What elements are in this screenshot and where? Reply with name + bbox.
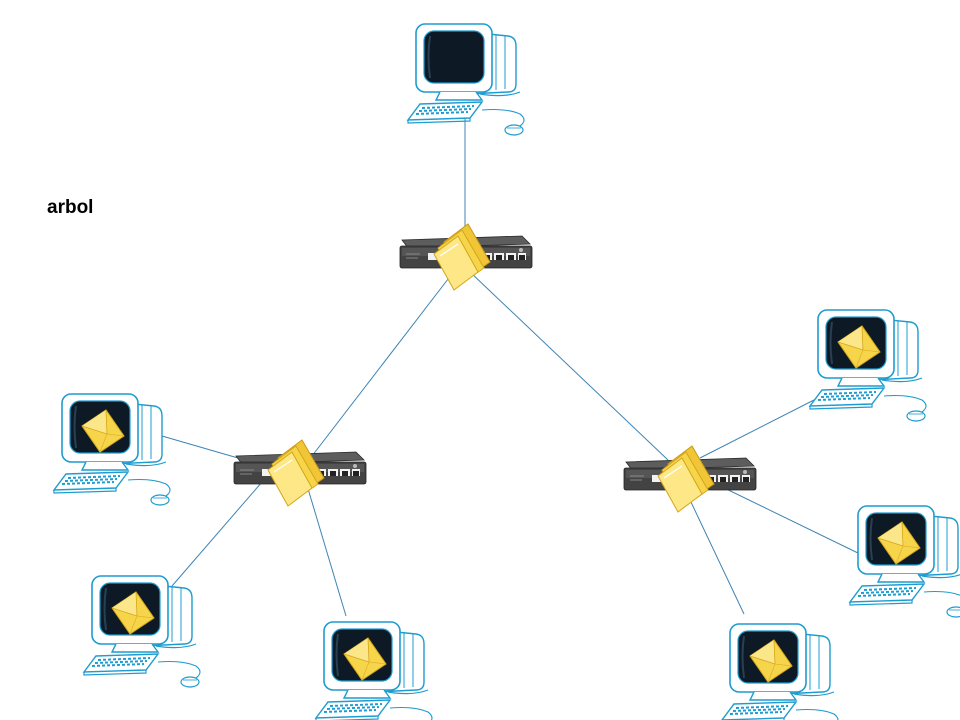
- computer-icon: [407, 23, 525, 136]
- pc-left-lower[interactable]: [83, 575, 201, 688]
- switch-right[interactable]: [623, 445, 757, 513]
- pc-right-middle[interactable]: [849, 505, 960, 618]
- computer-icon: [809, 309, 927, 422]
- computer-icon: [849, 505, 960, 618]
- switch-left[interactable]: [233, 439, 367, 507]
- diagram-title: arbol: [47, 197, 94, 218]
- pc-bottom-center[interactable]: [315, 621, 433, 720]
- link-switch-left-to-pc-left-upper: [161, 435, 239, 459]
- pc-left-upper[interactable]: [53, 393, 171, 506]
- computer-icon: [53, 393, 171, 506]
- computer-icon: [83, 575, 201, 688]
- pc-right-upper[interactable]: [809, 309, 927, 422]
- folder-icon: [267, 439, 325, 507]
- folder-icon: [657, 445, 715, 513]
- link-switch-root-to-switch-right: [469, 271, 669, 461]
- nodes-layer: [53, 23, 960, 720]
- links-layer: [161, 112, 861, 617]
- link-switch-right-to-pc-bottom-right: [689, 499, 745, 615]
- switch-root[interactable]: [399, 223, 533, 291]
- link-switch-left-to-pc-bottom-center: [305, 481, 347, 617]
- link-switch-left-to-pc-left-lower: [171, 481, 263, 587]
- pc-top[interactable]: [407, 23, 525, 136]
- link-switch-right-to-pc-right-upper: [699, 399, 815, 459]
- pc-bottom-right[interactable]: [721, 623, 839, 720]
- link-switch-root-to-switch-left: [311, 269, 456, 457]
- link-switch-right-to-pc-right-middle: [715, 483, 861, 555]
- folder-icon: [433, 223, 491, 291]
